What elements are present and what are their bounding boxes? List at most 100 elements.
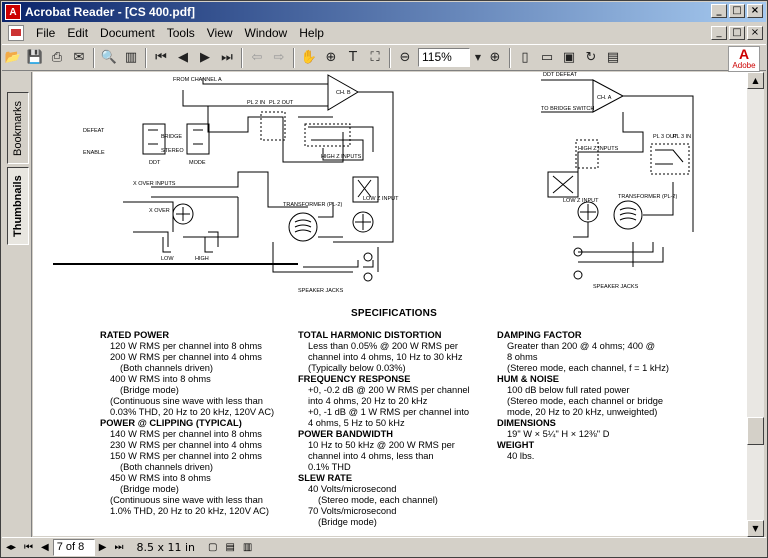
rotate-icon[interactable]: ↻: [585, 50, 597, 65]
toolbar-separator: [389, 47, 391, 68]
search-icon[interactable]: 🔍: [100, 50, 118, 65]
spec-line: (Bridge mode): [120, 484, 179, 494]
label-enable: ENABLE: [83, 150, 105, 156]
spec-heading: SLEW RATE: [298, 473, 353, 483]
print-icon[interactable]: ⎙: [51, 50, 63, 65]
spec-line: 140 W RMS per channel into 8 ohms: [110, 429, 262, 439]
zoom-tool-icon[interactable]: ⊕: [325, 50, 337, 65]
spec-line: Less than 0.05% @ 200 W RMS per: [308, 341, 458, 351]
first-page-icon[interactable]: ⏮: [155, 50, 167, 65]
label-ddt-defeat: DDT DEFEAT: [543, 72, 578, 78]
zoom-in-icon[interactable]: ⊕: [489, 50, 501, 65]
go-forward-icon[interactable]: ⇨: [273, 50, 285, 65]
zoom-level-field[interactable]: 115%: [418, 48, 470, 67]
label-high: HIGH: [195, 256, 209, 262]
last-page-icon[interactable]: ⏭: [221, 50, 233, 65]
text-select-tool-icon[interactable]: T: [349, 50, 357, 65]
spec-line: (Stereo mode, each channel, f = 1 kHz): [507, 363, 670, 373]
ebook-icon[interactable]: ▤: [606, 50, 620, 65]
minimize-button[interactable]: _: [711, 4, 727, 18]
zoom-out-icon[interactable]: ⊖: [399, 50, 411, 65]
spec-line: 70 Volts/microsecond: [308, 506, 397, 516]
toolbar: 📂 💾 ⎙ ✉ 🔍 ▥ ⏮ ◀ ▶ ⏭ ⇦ ⇨ ✋ ⊕ T ⛶ ⊖ 115% ▼…: [2, 44, 766, 72]
menu-window[interactable]: Window: [244, 26, 288, 40]
close-button[interactable]: ×: [747, 4, 763, 18]
spec-line: 8 ohms: [507, 352, 538, 362]
label-to-bridge-switch: TO BRIDGE SWITCH: [541, 106, 594, 112]
scroll-down-button[interactable]: ▼: [747, 520, 764, 537]
toolbar-separator: [293, 47, 295, 68]
navigation-pane: Bookmarks Thumbnails: [2, 72, 32, 537]
next-page-icon[interactable]: ▶: [98, 542, 107, 553]
open-icon[interactable]: 📂: [4, 50, 22, 65]
last-page-icon[interactable]: ⏭: [114, 542, 124, 553]
spec-line: (Stereo mode, each channel or bridge: [507, 396, 664, 406]
spec-line: 4 ohms, 5 Hz to 50 kHz: [308, 418, 405, 428]
first-page-icon[interactable]: ⏮: [24, 542, 34, 553]
vertical-scrollbar[interactable]: ▲ ▼: [747, 72, 764, 537]
label-pl3-in: PL 3 IN: [673, 134, 691, 140]
label-stereo: STEREO: [161, 148, 184, 154]
menu-view[interactable]: View: [206, 26, 233, 40]
label-right-low-z-input: LOW Z INPUT: [563, 198, 599, 204]
spec-heading: WEIGHT: [497, 440, 535, 450]
menu-help[interactable]: Help: [299, 26, 324, 40]
menu-document[interactable]: Document: [100, 26, 155, 40]
spec-line: 10 Hz to 50 kHz @ 200 W RMS per: [308, 440, 455, 450]
tab-thumbnails[interactable]: Thumbnails: [7, 167, 29, 245]
continuous-icon[interactable]: ▤: [225, 542, 235, 553]
snapshot-tool-icon[interactable]: ⛶: [370, 50, 380, 65]
title-bar: A Acrobat Reader - [CS 400.pdf] _ □ ×: [2, 2, 766, 22]
spec-line: (Continuous sine wave with less than: [110, 396, 263, 406]
label-right-transformer: TRANSFORMER (PL-2): [618, 194, 677, 200]
save-icon[interactable]: 💾: [26, 50, 44, 65]
menu-file[interactable]: File: [36, 26, 56, 40]
doc-minimize-button[interactable]: _: [711, 26, 727, 40]
spec-line: 120 W RMS per channel into 8 ohms: [110, 341, 262, 351]
spec-heading: DAMPING FACTOR: [497, 330, 582, 340]
spec-line: 40 Volts/microsecond: [308, 484, 397, 494]
label-pl3-out: PL 3 OUT: [653, 134, 678, 140]
actual-size-icon[interactable]: ▯: [521, 50, 529, 65]
page-number-field[interactable]: 7 of 8: [52, 539, 95, 556]
previous-page-icon[interactable]: ◀: [41, 542, 49, 553]
fit-page-icon[interactable]: ▭: [540, 50, 554, 65]
doc-close-button[interactable]: ×: [747, 26, 763, 40]
label-low-z-input: LOW Z INPUT: [363, 196, 399, 202]
document-icon[interactable]: [8, 25, 24, 41]
menu-edit[interactable]: Edit: [67, 26, 89, 40]
next-page-icon[interactable]: ▶: [200, 50, 210, 65]
page-size-label: 8.5 x 11 in: [136, 541, 195, 554]
show-hide-navigation-icon[interactable]: ▥: [124, 50, 138, 65]
spec-line: mode, 20 Hz to 20 kHz, unweighted): [507, 407, 658, 417]
zoom-dropdown-icon[interactable]: ▼: [474, 53, 482, 62]
previous-page-icon[interactable]: ◀: [178, 50, 188, 65]
label-from-channel-a: FROM CHANNEL A: [173, 77, 222, 83]
hand-tool-icon[interactable]: ✋: [300, 50, 318, 65]
menu-tools[interactable]: Tools: [166, 26, 195, 40]
spec-line: 450 W RMS into 8 ohms: [110, 473, 211, 483]
fit-width-icon[interactable]: ▣: [562, 50, 576, 65]
label-x-over: X OVER: [149, 208, 170, 214]
spec-line: (Both channels driven): [120, 462, 214, 472]
spec-heading: TOTAL HARMONIC DISTORTION: [298, 330, 442, 340]
spec-line: (Bridge mode): [120, 385, 179, 395]
tab-bookmarks[interactable]: Bookmarks: [7, 92, 29, 164]
label-mode: MODE: [189, 160, 206, 166]
email-icon[interactable]: ✉: [73, 50, 85, 65]
scroll-thumb[interactable]: [747, 417, 764, 445]
maximize-button[interactable]: □: [729, 4, 745, 18]
page-layout-toggle-icon[interactable]: ◂▸: [6, 542, 17, 553]
spec-line: (Both channels driven): [120, 363, 214, 373]
facing-pages-icon[interactable]: ▥: [242, 542, 253, 553]
label-ch-a: CH. A: [597, 95, 612, 101]
go-back-icon[interactable]: ⇦: [251, 50, 263, 65]
scroll-up-button[interactable]: ▲: [747, 72, 764, 89]
label-bridge: BRIDGE: [161, 134, 182, 140]
single-page-icon[interactable]: ▢: [207, 542, 218, 553]
doc-restore-button[interactable]: □: [729, 26, 745, 40]
spec-line: into 4 ohms, 20 Hz to 20 kHz: [308, 396, 428, 406]
